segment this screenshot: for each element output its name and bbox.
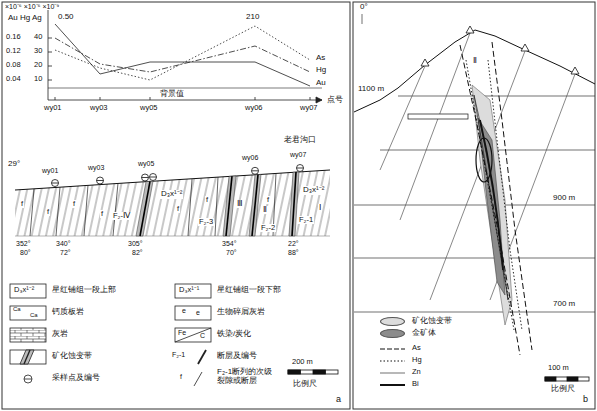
legend-text: 灰岩 (52, 330, 68, 339)
attitude-label: 354° (222, 240, 236, 248)
legend-text: 断层及编号 (217, 352, 257, 361)
fracture-label: f (205, 196, 209, 204)
fracture-label: f (20, 200, 24, 208)
legend-text: 金矿体 (412, 329, 436, 337)
legend-swatch (380, 329, 405, 338)
sample-label: wy07 (290, 151, 306, 159)
tick-label: 0.16 (6, 33, 21, 41)
baseline-label: 背景值 (160, 90, 184, 99)
legend-text: 铁染/炭化 (217, 330, 251, 339)
axis-title: 点号 (327, 96, 343, 105)
fracture-label: f (46, 208, 50, 216)
fracture-label: f (100, 210, 104, 218)
attitude-label: 22° (288, 240, 299, 248)
swatch-text: Ca (30, 312, 38, 319)
orientation-label: 0° (360, 3, 368, 12)
point-label: wy06 (245, 104, 263, 112)
point-label: wy01 (44, 104, 62, 112)
series-label: As (316, 54, 325, 63)
scale-title: 比例尺 (293, 380, 317, 388)
attitude-label: 72° (60, 249, 71, 257)
swatch-text: D₃x¹⁻¹ (179, 286, 199, 294)
fault-label: F₂-3 (198, 218, 214, 226)
legend-text: 星红铺组一段下部 (217, 286, 281, 295)
orebody-number: Ⅱ (472, 57, 478, 66)
swatch-text: D₃x¹⁻² (14, 286, 34, 294)
attitude-label: 82° (132, 249, 143, 257)
fracture-label: f (176, 205, 180, 213)
fracture-label: f (266, 196, 270, 204)
fault-label: F₂-2 (260, 224, 276, 232)
panel-letter: b (583, 395, 588, 405)
attitude-label: 305° (128, 240, 142, 248)
elevation-label: 700 m (552, 300, 576, 309)
attitude-label: 70° (226, 249, 237, 257)
swatch-text: F₂-1 (172, 351, 185, 359)
swatch-text: Fe (178, 329, 186, 337)
legend-text: 钙质板岩 (52, 308, 84, 317)
attitude-label: 340° (56, 240, 70, 248)
tick-label: 0.04 (6, 75, 21, 83)
sample-label: wy06 (242, 154, 258, 162)
point-label: wy05 (140, 104, 158, 112)
zone-number: Ⅲ (236, 200, 244, 208)
azimuth-label: 29° (8, 160, 20, 169)
attitude-label: 80° (20, 249, 31, 257)
scale-label: 200 m (292, 358, 313, 366)
legend-text: F₂-1断列的次级裂隙或断层 (217, 368, 279, 386)
swatch-text: Ca (13, 306, 21, 313)
legend-text: As (412, 344, 421, 352)
zone-number: Ⅰ (318, 204, 322, 212)
fracture-label: f (72, 200, 76, 208)
elevation-label: 1100 m (357, 85, 385, 94)
place-label: 老君沟口 (284, 136, 316, 145)
swatch-text: e (196, 309, 200, 317)
tick-label: 40 (34, 33, 42, 41)
unit-label: D₃x¹⁻² (302, 186, 325, 195)
elevation-label: 900 m (552, 194, 576, 203)
sample-label: wy05 (138, 160, 154, 168)
axis-unit: ×10⁻⁶ ×10⁻⁶ ×10⁻⁹ (5, 3, 59, 11)
tick-label: 0.12 (6, 47, 21, 55)
series-label: Au (316, 79, 326, 88)
legend-text: Hg (412, 356, 422, 364)
fault-label: F₂-Ⅳ (112, 212, 131, 220)
swatch-text: f (180, 373, 182, 381)
sample-label: wy03 (88, 164, 104, 172)
legend-text: 星红铺组一段上部 (52, 286, 116, 295)
legend-text: Zn (412, 368, 421, 376)
tick-label: 20 (34, 61, 42, 69)
point-label: wy03 (90, 104, 108, 112)
swatch-text: C (200, 332, 205, 340)
tick-label: 10 (34, 75, 42, 83)
value-label: 0.50 (58, 13, 74, 22)
fault-label: F₂-1 (298, 216, 314, 224)
tick-label: 0.08 (6, 61, 21, 69)
zone-number: Ⅱ (262, 206, 268, 214)
series-label: Hg (316, 66, 326, 75)
value-label: 210 (246, 13, 259, 22)
scale-title: 比例尺 (551, 385, 575, 393)
attitude-label: 88° (288, 249, 299, 257)
attitude-label: 352° (16, 240, 30, 248)
panel-letter: a (336, 395, 341, 405)
legend-text: 矿化蚀变带 (412, 317, 452, 325)
swatch-text: e (182, 307, 186, 315)
legend-text: Bi (412, 380, 419, 388)
legend-text: 采样点及编号 (52, 374, 100, 383)
sample-label: wy01 (42, 167, 58, 175)
legend-text: 矿化蚀变带 (52, 352, 92, 361)
scale-label: 100 m (548, 364, 569, 372)
tick-label: 30 (34, 47, 42, 55)
point-label: wy07 (300, 104, 318, 112)
unit-label: D₃x¹⁻² (160, 190, 183, 199)
legend-swatch (380, 317, 405, 326)
axis-unit: Au Hg Ag (8, 14, 42, 23)
legend-text: 生物碎屑灰岩 (217, 308, 265, 317)
